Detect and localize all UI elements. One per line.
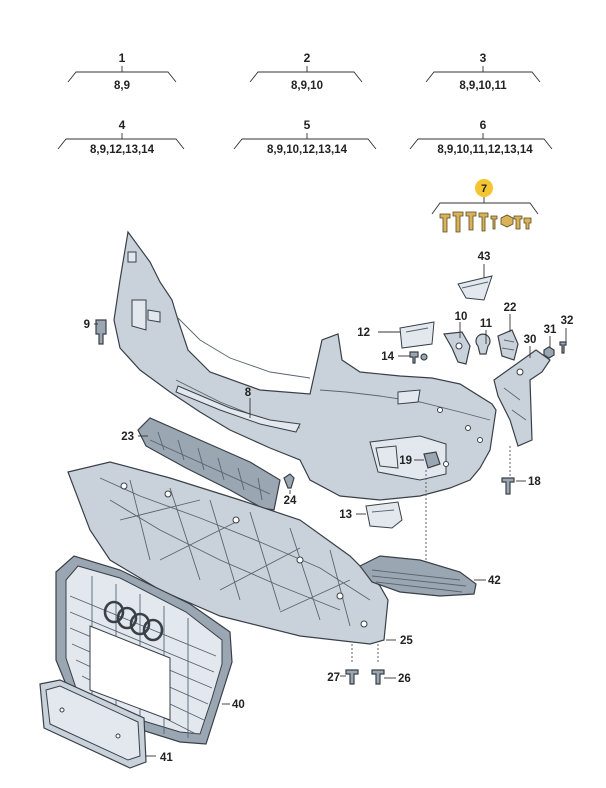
callout-42: 42 <box>488 575 501 587</box>
fastener-kit-7: 7 <box>431 179 539 233</box>
callout-27: 27 <box>327 672 340 684</box>
part-23-grille-strip: 23 <box>121 417 281 511</box>
callout-18: 18 <box>528 476 541 488</box>
callout-11: 11 <box>480 318 493 330</box>
callout-41: 41 <box>160 752 173 764</box>
part-27-screw: 27 <box>327 669 359 685</box>
group-bracket <box>67 66 177 83</box>
part-18-screw: 18 <box>501 446 541 495</box>
group-5: 5 8,9,10,12,13,14 <box>233 118 377 156</box>
highlight-badge <box>475 179 493 197</box>
group-3: 3 8,9,10,11 <box>425 51 541 92</box>
group-refs: 8,9,10,12,13,14 <box>267 144 348 156</box>
callout-24: 24 <box>284 495 297 507</box>
group-refs: 8,9,10,11,12,13,14 <box>437 144 533 156</box>
part-26-screw: 26 <box>371 669 411 685</box>
part-22-bracket: 22 <box>497 302 519 361</box>
part-41-plate-holder: 41 <box>39 679 173 769</box>
four-rings-logo <box>103 600 164 642</box>
part-10-bracket: 10 <box>443 311 471 365</box>
callout-25: 25 <box>400 635 413 647</box>
part-11-clip: 11 <box>475 318 493 355</box>
part-13-cap: 13 <box>339 501 403 529</box>
callout-31: 31 <box>544 324 557 336</box>
part-9-clip: 9 <box>84 319 107 345</box>
part-30-guide: 30 <box>493 334 551 447</box>
group-refs: 8,9,10 <box>291 80 323 92</box>
group-number: 3 <box>480 51 487 65</box>
part-32-screw: 32 <box>559 315 574 354</box>
kit-number: 7 <box>481 183 487 195</box>
callout-30: 30 <box>524 334 537 346</box>
callout-13: 13 <box>339 509 352 521</box>
group-1: 1 8,9 <box>67 51 177 92</box>
group-bracket <box>233 133 377 150</box>
callout-43: 43 <box>478 251 491 263</box>
callout-9: 9 <box>84 319 90 331</box>
part-42-side-grille: 42 <box>359 555 501 597</box>
group-bracket <box>249 66 363 83</box>
group-refs: 8,9 <box>114 80 130 92</box>
group-bracket <box>57 133 185 150</box>
group-refs: 8,9,10,11 <box>459 80 507 92</box>
callout-10: 10 <box>455 311 468 323</box>
callout-40: 40 <box>232 699 245 711</box>
part-19-insert: 19 <box>399 451 441 560</box>
callout-22: 22 <box>504 302 517 314</box>
callout-12: 12 <box>357 327 370 339</box>
callout-19: 19 <box>399 455 412 467</box>
callout-26: 26 <box>398 673 411 685</box>
group-number: 1 <box>119 51 126 65</box>
group-number: 4 <box>119 118 126 132</box>
part-14-clip: 14 <box>381 351 428 364</box>
group-number: 5 <box>304 118 311 132</box>
group-2: 2 8,9,10 <box>249 51 363 92</box>
group-6: 6 8,9,10,11,12,13,14 <box>409 118 553 156</box>
group-bracket <box>425 66 541 83</box>
screws-set <box>439 211 532 233</box>
callout-23: 23 <box>121 431 134 443</box>
group-refs: 8,9,12,13,14 <box>90 144 155 156</box>
callout-32: 32 <box>561 315 574 327</box>
part-12-cap: 12 <box>357 321 435 349</box>
group-bracket <box>409 133 553 150</box>
part-8-bumper-cover: 8 <box>113 230 497 501</box>
callout-14: 14 <box>381 351 394 363</box>
part-24-screw: 24 <box>283 473 297 507</box>
group-number: 6 <box>480 118 487 132</box>
part-40-radiator-grille: 40 <box>55 555 245 745</box>
callout-8: 8 <box>245 387 252 399</box>
part-43-cover: 43 <box>457 251 493 301</box>
part-25-underbody-panel: 25 <box>67 461 413 664</box>
group-number: 2 <box>304 51 311 65</box>
group-4: 4 8,9,12,13,14 <box>57 118 185 156</box>
part-31-nut: 31 <box>543 324 557 359</box>
kit-bracket <box>431 197 539 215</box>
